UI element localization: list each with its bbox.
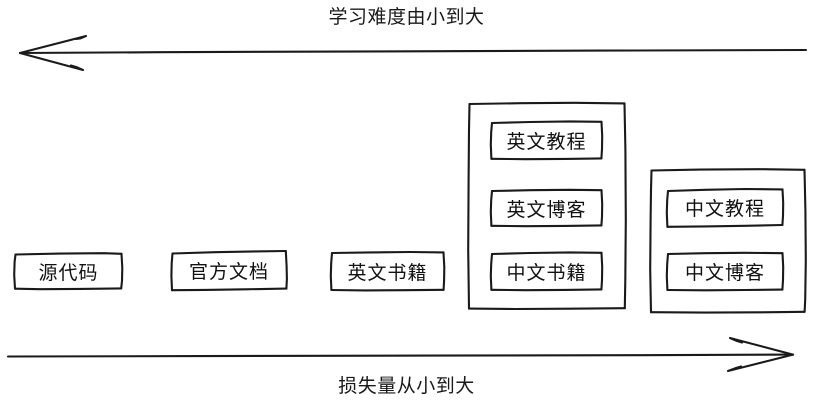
node-source-code[interactable]: 源代码 [38,261,99,284]
top-axis-arrow [18,34,808,72]
node-official-docs[interactable]: 官方文档 [188,261,269,283]
node-english-blogs[interactable]: 英文博客 [506,198,587,221]
bottom-axis-label: 损失量从小到大 [338,375,475,397]
node-english-books[interactable]: 英文书籍 [347,261,428,284]
bottom-axis-arrow [6,336,795,373]
top-axis-label: 学习难度由小到大 [328,6,485,28]
node-chinese-books[interactable]: 中文书籍 [506,261,587,284]
node-english-tutorials[interactable]: 英文教程 [506,130,587,153]
node-chinese-tutorials[interactable]: 中文教程 [684,198,765,220]
node-chinese-blogs[interactable]: 中文博客 [684,262,765,284]
